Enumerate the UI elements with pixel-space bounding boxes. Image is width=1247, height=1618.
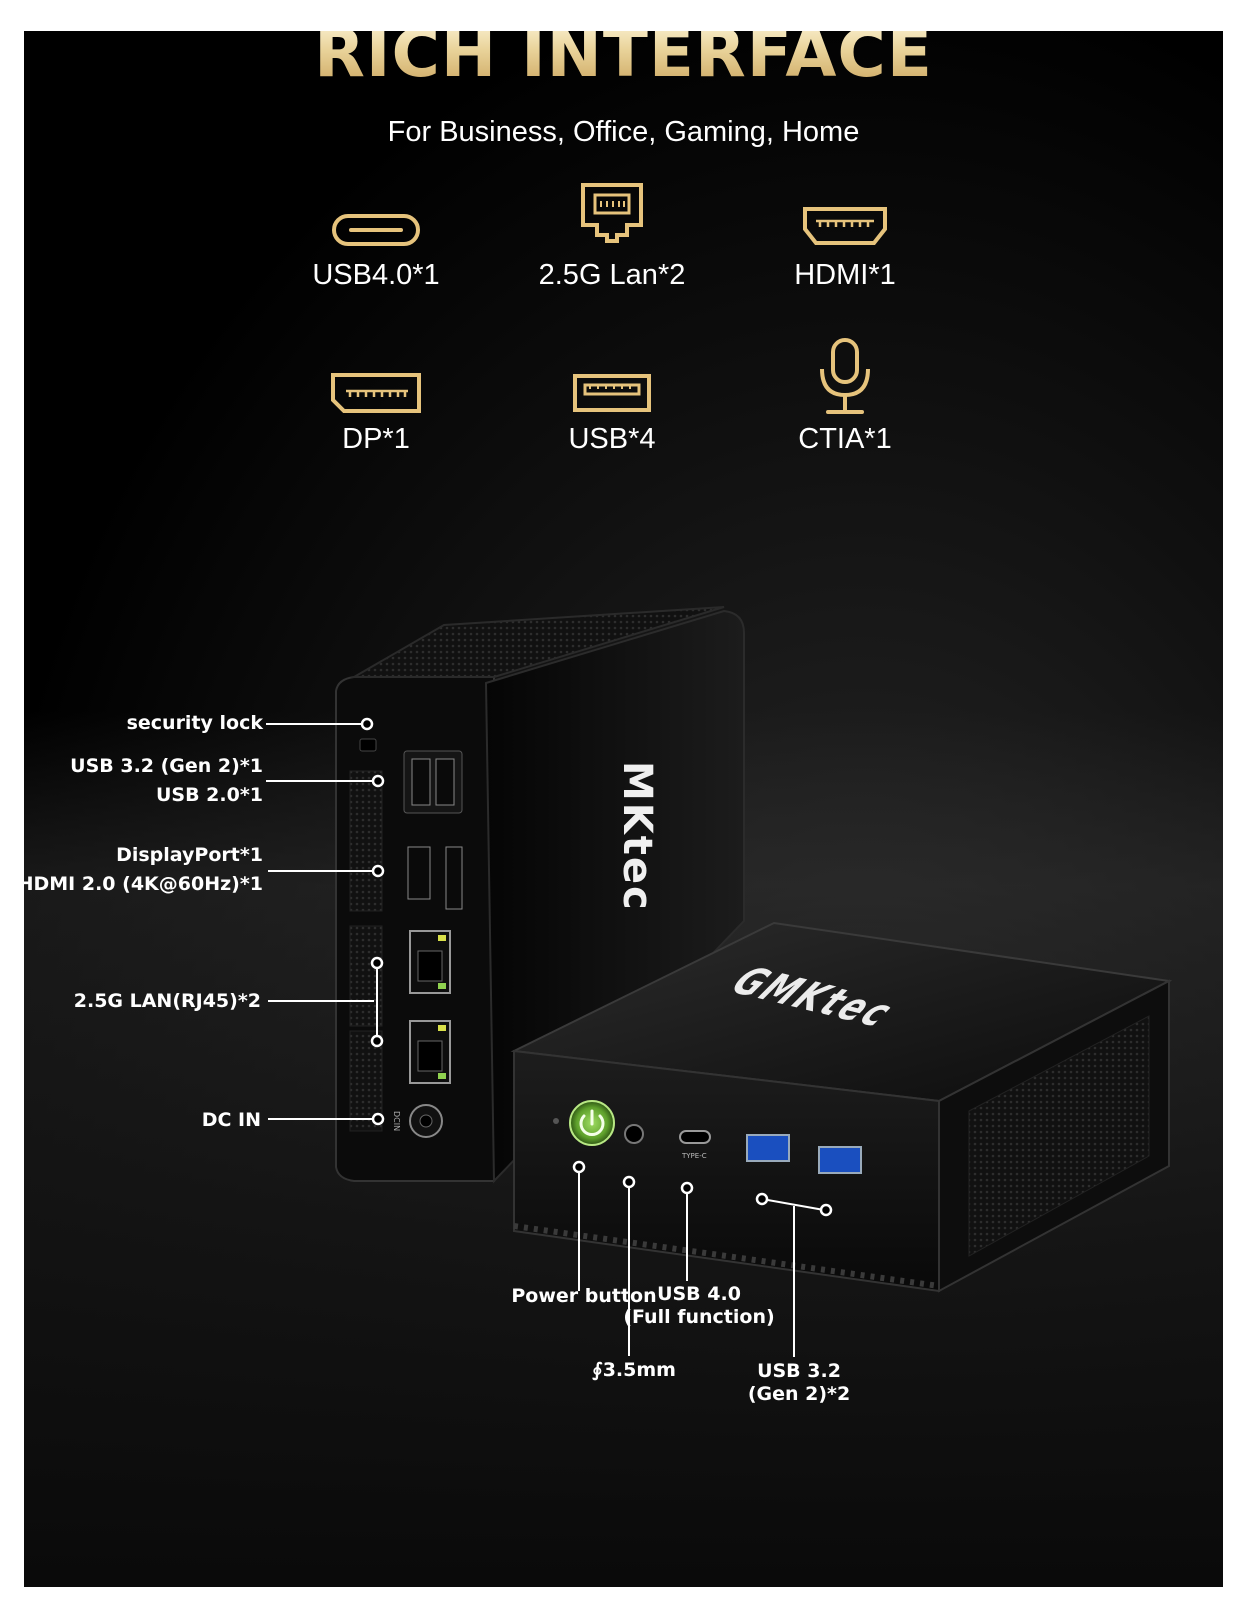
brand-logo-vertical: MKtec xyxy=(614,761,660,912)
label-displayport: DisplayPort*1 xyxy=(116,844,263,866)
port-item-dp: DP*1 xyxy=(276,361,476,471)
port-item-ctia: CTIA*1 xyxy=(745,331,945,471)
product-poster: RICH INTERFACE For Business, Office, Gam… xyxy=(24,31,1223,1587)
microphone-icon xyxy=(820,338,870,414)
page-subtitle: For Business, Office, Gaming, Home xyxy=(387,116,860,148)
displayport-icon xyxy=(331,373,421,413)
port-item-usb4: USB4.0*1 xyxy=(276,181,476,301)
port-label: 2.5G Lan*2 xyxy=(538,259,686,291)
label-lan: 2.5G LAN(RJ45)*2 xyxy=(73,990,261,1012)
label-usb4-line1: USB 4.0 xyxy=(657,1283,741,1305)
usb-a-port-icon xyxy=(573,374,651,412)
port-label: USB4.0*1 xyxy=(312,259,440,291)
label-usb32-front-line2: (Gen 2)*2 xyxy=(747,1383,851,1405)
label-usb20-back: USB 2.0*1 xyxy=(155,784,263,806)
port-item-lan: 2.5G Lan*2 xyxy=(512,181,712,301)
label-power-button: Power button xyxy=(511,1285,657,1307)
hdmi-port-icon xyxy=(803,207,887,245)
type-c-mark: TYPE-C xyxy=(681,1152,707,1160)
label-dc-in: DC IN xyxy=(201,1109,261,1131)
dc-in-mark: DCIN xyxy=(392,1111,401,1131)
port-label: USB*4 xyxy=(568,423,656,455)
page-title: RICH INTERFACE xyxy=(24,31,1223,92)
label-usb32-back: USB 3.2 (Gen 2)*1 xyxy=(70,755,263,777)
ethernet-port-icon xyxy=(581,183,643,243)
port-label: CTIA*1 xyxy=(798,423,892,455)
mini-pc-illustration: MKtec DCIN GMKtec xyxy=(335,606,1173,1293)
port-label: HDMI*1 xyxy=(794,259,896,291)
label-usb4-line2: (Full function) xyxy=(623,1306,775,1328)
label-audio-jack: ∮3.5mm xyxy=(592,1359,676,1381)
label-usb32-front-line1: USB 3.2 xyxy=(757,1360,841,1382)
label-hdmi: HDMI 2.0 (4K@60Hz)*1 xyxy=(24,873,263,895)
port-label: DP*1 xyxy=(342,423,410,455)
port-item-usb: USB*4 xyxy=(512,361,712,471)
callout-lines xyxy=(266,717,833,1357)
usb-c-icon xyxy=(332,214,420,246)
label-security-lock: security lock xyxy=(126,712,263,734)
port-item-hdmi: HDMI*1 xyxy=(745,181,945,301)
